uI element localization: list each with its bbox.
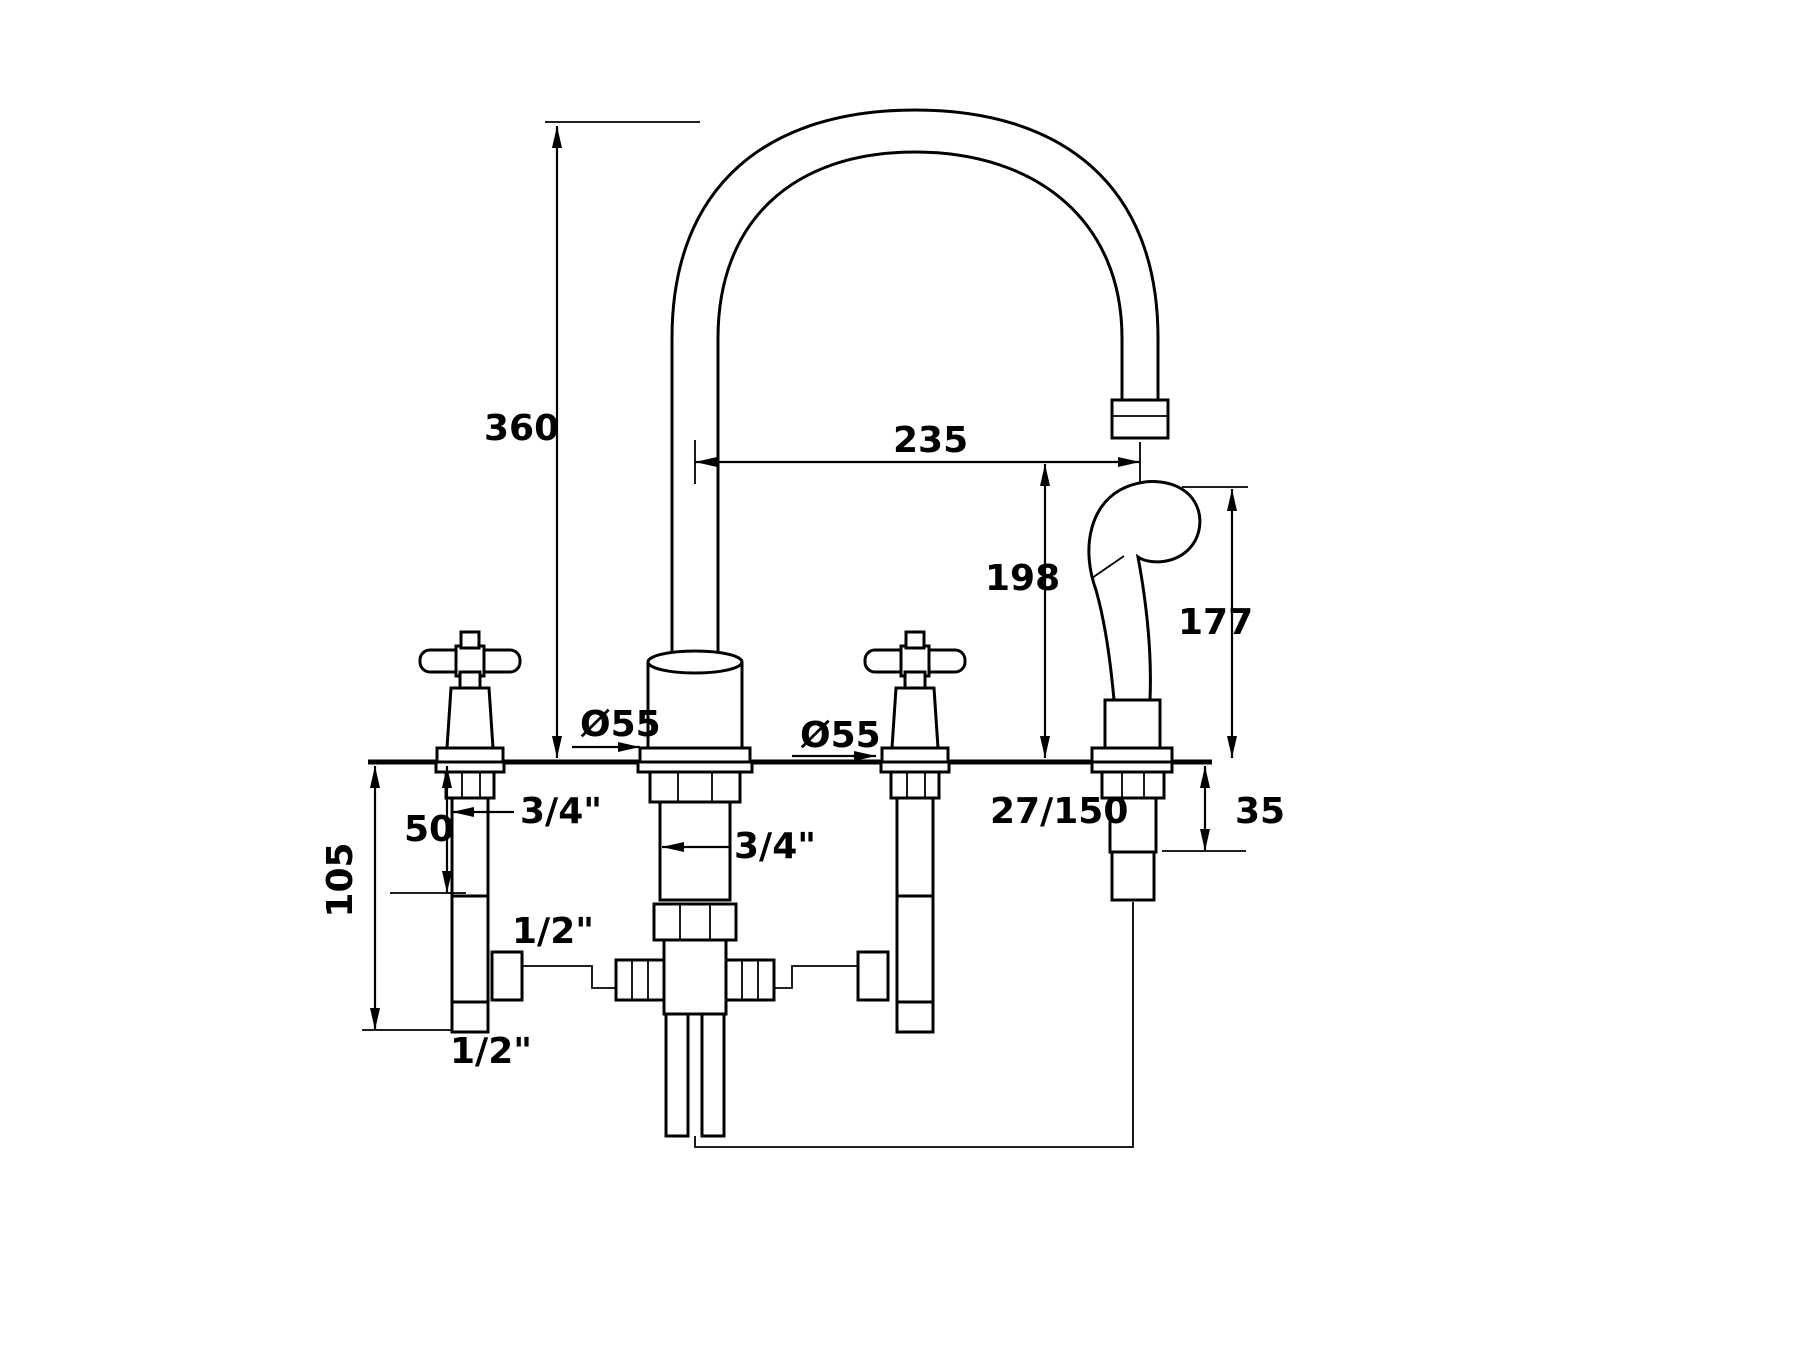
center-shank	[614, 760, 776, 1138]
dim-105-label: 105	[320, 842, 361, 917]
spray-flange	[1090, 746, 1174, 764]
spray-hose-coil	[1110, 850, 1156, 902]
left-handle-flange	[435, 746, 505, 764]
right-side-port	[856, 950, 890, 1002]
spray-hose-route	[694, 902, 1134, 1148]
dim-thread12-bottom-label: 1/2"	[450, 1031, 532, 1072]
right-handle-flange	[880, 746, 950, 764]
side-spray-group	[1087, 480, 1202, 764]
dim-thread12-side-label: 1/2"	[512, 911, 594, 952]
spout-flange	[638, 746, 752, 764]
left-side-port	[490, 950, 524, 1002]
dim-235-label: 235	[893, 420, 968, 461]
right-handle-group	[863, 630, 967, 764]
spout-group	[638, 108, 1170, 764]
left-handle-group	[418, 630, 522, 764]
dim-177-label: 177	[1178, 602, 1253, 643]
spray-shank	[694, 760, 1174, 1148]
dimension-group: 360 235 198 177 Ø55 Ø55 3/4" 3/4" 1/2" 1…	[320, 121, 1285, 1072]
dim-dia55-left-label: Ø55	[580, 704, 661, 745]
right-shank	[774, 760, 951, 1034]
spray-holder	[1103, 698, 1162, 750]
supply-hose-left	[664, 1012, 690, 1138]
supply-hose-right	[700, 1012, 726, 1138]
dim-198-label: 198	[985, 558, 1060, 599]
dim-dia55-right-label: Ø55	[800, 715, 881, 756]
dim-thread34-left-label: 3/4"	[520, 791, 602, 832]
dim-thread34-center-label: 3/4"	[734, 826, 816, 867]
left-shank	[434, 760, 616, 1034]
spray-head	[1087, 480, 1202, 702]
dim-360-label: 360	[484, 408, 559, 449]
valve-body	[662, 938, 728, 1016]
dim-35-label: 35	[1235, 791, 1285, 832]
dim-50-label: 50	[404, 809, 454, 850]
spout-aerator	[1110, 398, 1170, 440]
under-deck-group	[434, 760, 1174, 1148]
dim-hose-label: 27/150	[990, 791, 1128, 832]
